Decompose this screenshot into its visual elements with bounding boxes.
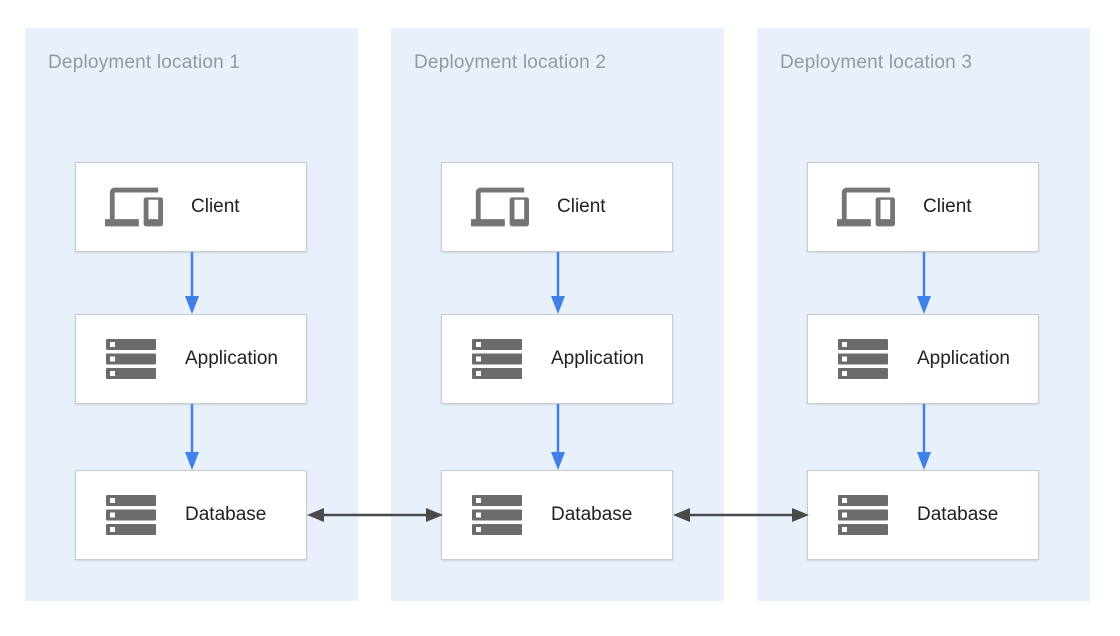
database-node: Database bbox=[75, 470, 307, 560]
node-label: Client bbox=[191, 196, 240, 217]
application-to-database-arrow bbox=[184, 404, 199, 470]
client-node: Client bbox=[75, 162, 307, 252]
node-label: Application bbox=[185, 348, 278, 369]
database-node: Database bbox=[807, 470, 1039, 560]
server-stack-icon bbox=[105, 495, 157, 535]
client-node: Client bbox=[807, 162, 1039, 252]
client-to-application-arrow bbox=[550, 252, 565, 314]
application-node: Application bbox=[75, 314, 307, 404]
deployment-zone-3: Deployment location 3 Client Application bbox=[757, 28, 1090, 601]
devices-icon bbox=[471, 178, 529, 236]
database-node: Database bbox=[441, 470, 673, 560]
panel-title: Deployment location 3 bbox=[780, 52, 973, 73]
database-sync-arrow-2-3 bbox=[673, 508, 809, 522]
node-label: Application bbox=[551, 348, 644, 369]
panel-title: Deployment location 2 bbox=[414, 52, 607, 73]
database-sync-arrow-1-2 bbox=[307, 508, 443, 522]
devices-icon bbox=[105, 178, 163, 236]
application-to-database-arrow bbox=[916, 404, 931, 470]
server-stack-icon bbox=[837, 339, 889, 379]
node-label: Database bbox=[917, 504, 999, 525]
node-label: Database bbox=[551, 504, 633, 525]
server-stack-icon bbox=[471, 339, 523, 379]
application-node: Application bbox=[807, 314, 1039, 404]
deployment-zone-1: Deployment location 1 Client Application bbox=[25, 28, 358, 601]
node-label: Application bbox=[917, 348, 1010, 369]
server-stack-icon bbox=[105, 339, 157, 379]
devices-icon bbox=[837, 178, 895, 236]
application-to-database-arrow bbox=[550, 404, 565, 470]
node-label: Client bbox=[557, 196, 606, 217]
deployment-zone-2: Deployment location 2 Client Application bbox=[391, 28, 724, 601]
application-node: Application bbox=[441, 314, 673, 404]
server-stack-icon bbox=[471, 495, 523, 535]
client-to-application-arrow bbox=[916, 252, 931, 314]
client-node: Client bbox=[441, 162, 673, 252]
server-stack-icon bbox=[837, 495, 889, 535]
panel-title: Deployment location 1 bbox=[48, 52, 241, 73]
client-to-application-arrow bbox=[184, 252, 199, 314]
node-label: Database bbox=[185, 504, 267, 525]
node-label: Client bbox=[923, 196, 972, 217]
